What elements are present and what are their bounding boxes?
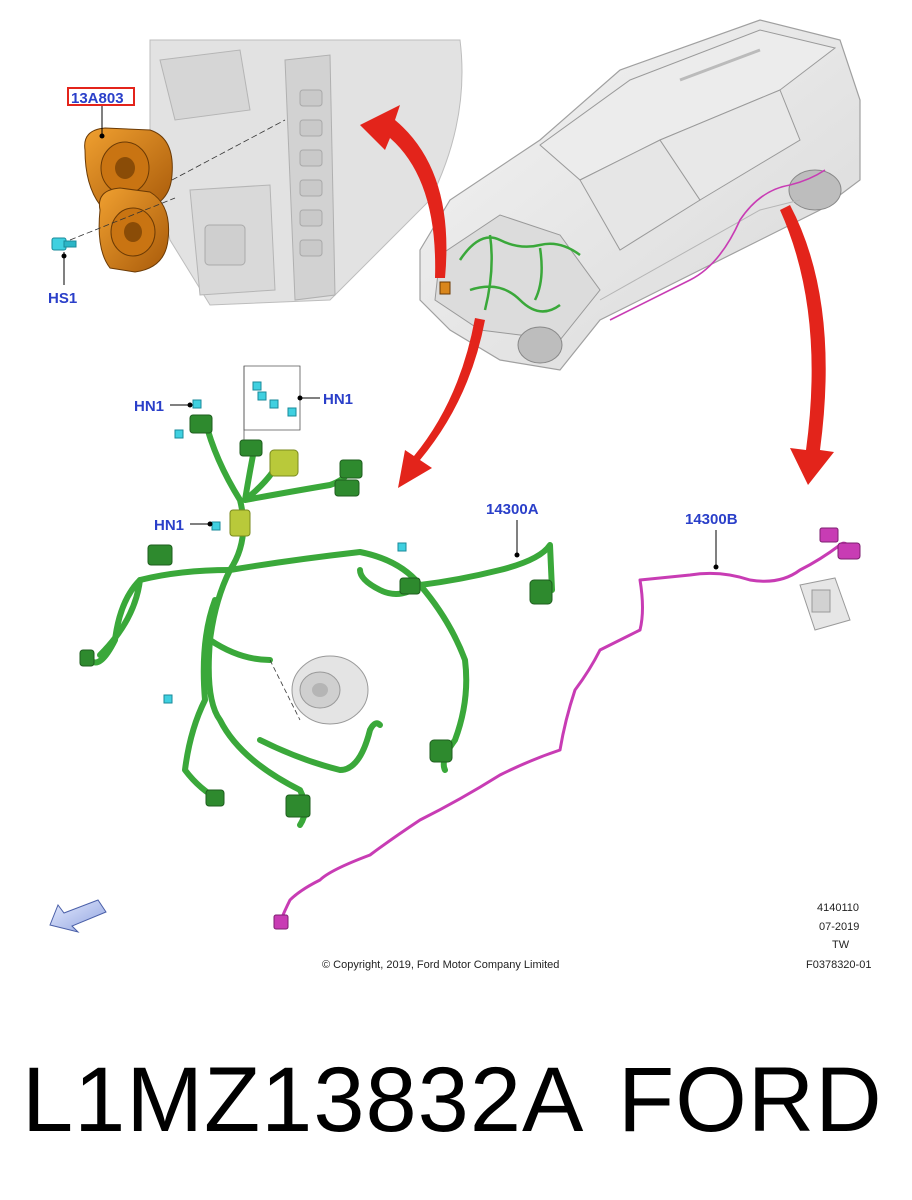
part-number-caption: L1MZ13832A (22, 1049, 585, 1151)
alternator-illustration (269, 655, 369, 725)
horn-part-highlight (67, 87, 135, 106)
callout-horn-part: 13A803 (71, 90, 124, 107)
callout-nut-right: HN1 (323, 391, 353, 408)
callout-harness-b: 14300B (685, 511, 738, 528)
horn-inset (149, 39, 463, 306)
parts-diagram: 13A803 HS1 (48, 19, 871, 971)
figure-date: 07-2019 (819, 921, 859, 933)
figure-region: TW (832, 939, 850, 951)
callout-nut-lower: HN1 (154, 517, 184, 534)
horn-assembly (69, 119, 286, 273)
bolt-icon (51, 237, 77, 251)
callout-harness-a: 14300A (486, 501, 539, 518)
harness-14300b-connectors (273, 527, 861, 930)
callout-nut-left: HN1 (134, 398, 164, 415)
nut-icons (163, 381, 407, 704)
callout-horn-bolt: HS1 (48, 290, 77, 307)
copyright-notice: © Copyright, 2019, Ford Motor Company Li… (322, 959, 559, 971)
vehicle-illustration (419, 19, 861, 371)
front-direction-arrow-icon (49, 899, 107, 933)
sensor-module (799, 577, 851, 631)
nut-bracket (243, 365, 301, 440)
harness-14300b (278, 541, 852, 924)
harness-14300a-connectors (79, 414, 553, 818)
caption-bar: L1MZ13832A FORD (0, 1040, 912, 1180)
figure-id: F0378320-01 (806, 959, 871, 971)
figure-code: 4140110 (817, 902, 859, 914)
pointer-arrows (360, 105, 834, 488)
harness-14300a (87, 417, 555, 828)
brand-caption: FORD (618, 1049, 883, 1151)
